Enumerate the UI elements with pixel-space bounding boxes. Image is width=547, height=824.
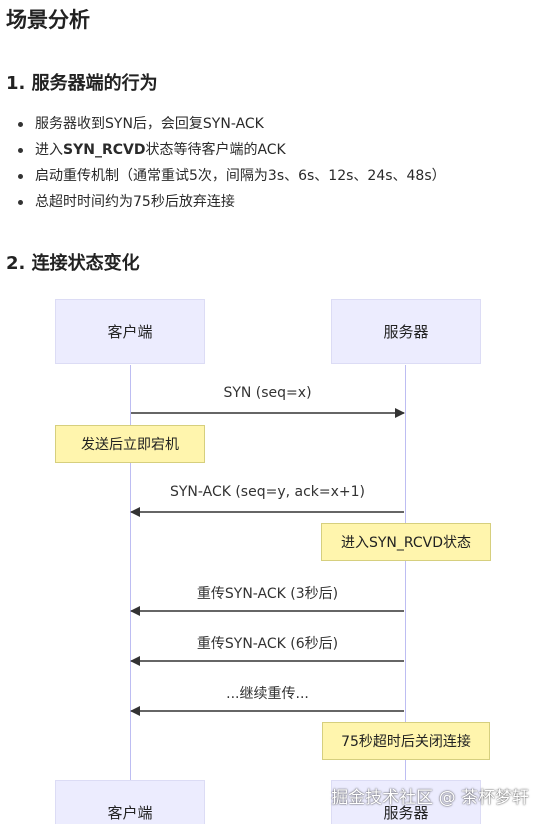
section-heading-server-behavior: 1. 服务器端的行为 <box>6 73 158 94</box>
list-item-prefix: 进入 <box>35 142 63 158</box>
watermark: 掘金技术社区 @ 茶杯梦轩 <box>331 788 529 808</box>
server-lifeline <box>405 365 406 785</box>
server-behavior-list: 服务器收到SYN后，会回复SYN-ACK 进入SYN_RCVD状态等待客户端的A… <box>16 113 446 217</box>
list-item: 服务器收到SYN后，会回复SYN-ACK <box>16 113 446 139</box>
list-item-suffix: 状态等待客户端的ACK <box>145 142 286 158</box>
list-item-bold: SYN_RCVD <box>63 142 146 158</box>
actor-server-bottom: 服务器 <box>331 780 481 824</box>
sequence-diagram: 客户端 服务器 SYN (seq=x) SYN-ACK (seq=y, ack=… <box>0 290 547 824</box>
message-label-syn: SYN (seq=x) <box>223 385 312 401</box>
message-label-retry-3s: 重传SYN-ACK (3秒后) <box>196 586 339 602</box>
message-label-syn-ack: SYN-ACK (seq=y, ack=x+1) <box>169 484 366 500</box>
list-item-text: 启动重传机制（通常重试5次，间隔为3s、6s、12s、24s、48s） <box>35 168 446 184</box>
list-item: 进入SYN_RCVD状态等待客户端的ACK <box>16 139 446 165</box>
note-syn-rcvd: 进入SYN_RCVD状态 <box>321 523 491 561</box>
note-client-crash: 发送后立即宕机 <box>55 425 205 463</box>
message-label-retry-6s: 重传SYN-ACK (6秒后) <box>196 636 339 652</box>
list-item-text: 服务器收到SYN后，会回复SYN-ACK <box>35 116 264 132</box>
actor-server-top: 服务器 <box>331 299 481 364</box>
list-item: 启动重传机制（通常重试5次，间隔为3s、6s、12s、24s、48s） <box>16 165 446 191</box>
client-lifeline <box>130 365 131 785</box>
list-item-text: 总超时时间约为75秒后放弃连接 <box>35 194 235 210</box>
page-title: 场景分析 <box>6 8 90 32</box>
note-timeout-close: 75秒超时后关闭连接 <box>322 722 490 760</box>
message-arrows <box>130 408 405 716</box>
message-label-continue: ...继续重传... <box>226 686 309 702</box>
actor-client-bottom: 客户端 <box>55 780 205 824</box>
list-item: 总超时时间约为75秒后放弃连接 <box>16 191 446 217</box>
actor-client-top: 客户端 <box>55 299 205 364</box>
section-heading-state-change: 2. 连接状态变化 <box>6 253 140 274</box>
